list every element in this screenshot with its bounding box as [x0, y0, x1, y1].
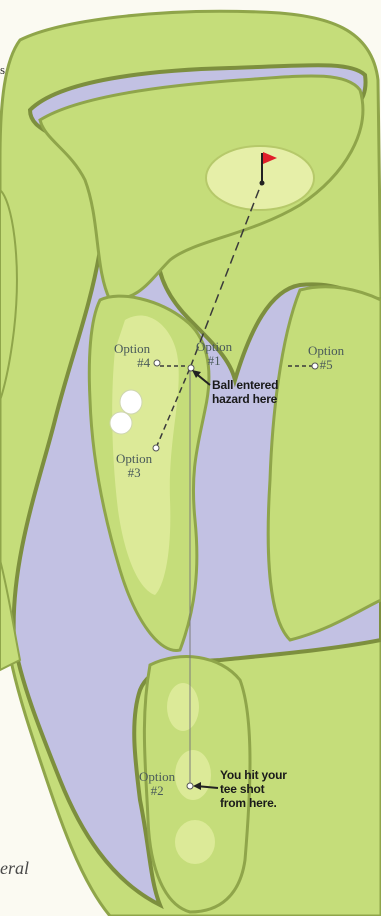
option1-label: Option #1 — [196, 340, 232, 368]
option4-word: Option — [114, 342, 150, 356]
hazard-note: Ball entered hazard here — [212, 378, 278, 406]
option3-marker — [153, 445, 159, 451]
option4-label: Option #4 — [114, 342, 150, 370]
option1-number: #1 — [196, 354, 232, 368]
tee-box-1 — [167, 683, 199, 731]
option2-word: Option — [139, 770, 175, 784]
tee-box-2 — [175, 750, 211, 800]
right-land — [268, 287, 381, 640]
option3-number: #3 — [116, 466, 152, 480]
bunker-2 — [110, 412, 132, 434]
tee-note-line-2: tee shot — [220, 782, 287, 796]
option4-marker — [154, 360, 160, 366]
option3-label: Option #3 — [116, 452, 152, 480]
bunker-1 — [120, 390, 142, 414]
bottom-left-word: eral — [0, 858, 29, 879]
putting-green — [206, 146, 314, 210]
option2-label: Option #2 — [139, 770, 175, 798]
tee-note-line-3: from here. — [220, 796, 287, 810]
tee-note-line-1: You hit your — [220, 768, 287, 782]
option4-number: #4 — [114, 356, 150, 370]
tee-box-3 — [175, 820, 215, 864]
option5-label: Option #5 — [308, 344, 344, 372]
hazard-note-line-1: Ball entered — [212, 378, 278, 392]
hazard-note-line-2: hazard here — [212, 392, 278, 406]
option3-word: Option — [116, 452, 152, 466]
option1-word: Option — [196, 340, 232, 354]
cup — [260, 181, 265, 186]
option5-number: #5 — [308, 358, 344, 372]
top-left-letter: s — [0, 62, 5, 78]
option1-marker — [188, 365, 194, 371]
option2-number: #2 — [139, 784, 175, 798]
option5-word: Option — [308, 344, 344, 358]
option2-marker — [187, 783, 193, 789]
tee-note: You hit your tee shot from here. — [220, 768, 287, 810]
